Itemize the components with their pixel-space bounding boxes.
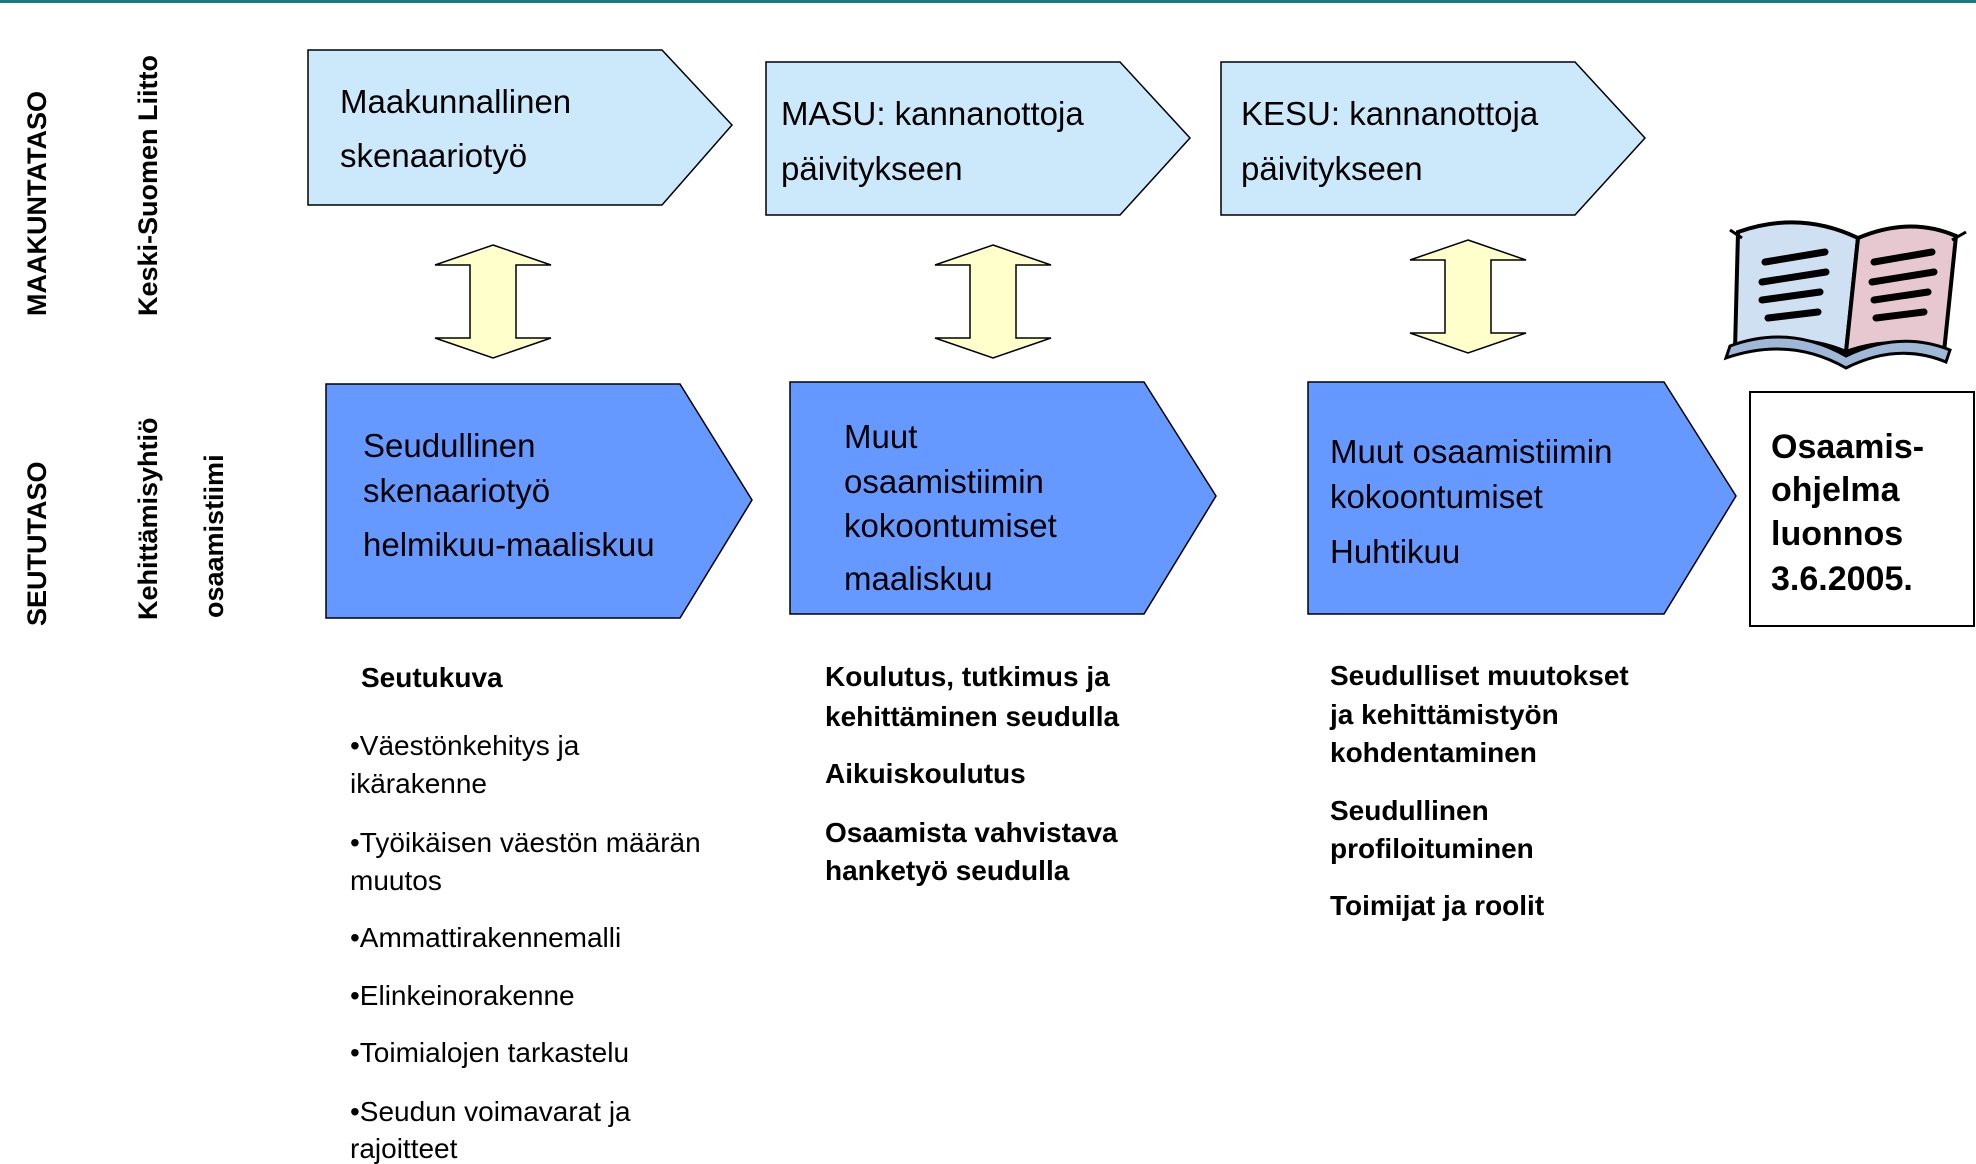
column-2-item-1-line-2: kehittäminen seudulla [825, 701, 1119, 732]
final-box-line-4: 3.6.2005. [1771, 560, 1913, 598]
column-1-item-1-line-1: •Väestönkehitys ja [350, 730, 580, 761]
column-1-text: Seutukuva •Väestönkehitys ja ikärakenne … [350, 662, 701, 1164]
bottom-arrow-1-line-1: Seudullinen [363, 427, 535, 464]
column-1-item-6-line-2: rajoitteet [350, 1133, 458, 1164]
column-3-item-3: Toimijat ja roolit [1330, 890, 1544, 921]
double-arrow-1 [434, 244, 552, 359]
column-3-item-2-line-1: Seudullinen [1330, 795, 1489, 826]
bottom-arrow-3: Muut osaamistiimin kokoontumiset Huhtiku… [1307, 381, 1737, 615]
top-arrow-3: KESU: kannanottoja päivitykseen [1220, 61, 1647, 216]
column-3-item-1-line-3: kohdentaminen [1330, 737, 1537, 768]
column-1-item-1-line-2: ikärakenne [350, 768, 487, 799]
top-arrow-1: Maakunnallinen skenaariotyö [307, 49, 734, 206]
final-box: Osaamis- ohjelma luonnos 3.6.2005. [1749, 391, 1975, 627]
column-2-item-3-line-2: hanketyö seudulla [825, 855, 1070, 886]
open-book-icon [1723, 220, 1967, 370]
column-1-item-3: •Ammattirakennemalli [350, 922, 621, 953]
column-2-item-2: Aikuiskoulutus [825, 758, 1026, 789]
column-1-item-2-line-2: muutos [350, 865, 442, 896]
bottom-arrow-2-line-1: Muut [844, 418, 917, 455]
label-keski-suomen-liitto: Keski-Suomen Liitto [133, 55, 163, 316]
bottom-arrow-3-line-1: Muut osaamistiimin [1330, 433, 1612, 470]
column-1-item-2-line-1: •Työikäisen väestön määrän [350, 827, 701, 858]
column-2-item-1-line-1: Koulutus, tutkimus ja [825, 661, 1110, 692]
column-3-item-1-line-2: ja kehittämistyön [1329, 699, 1559, 730]
top-arrow-2-line-1: MASU: kannanottoja [781, 95, 1084, 132]
double-arrow-2 [934, 244, 1052, 359]
top-arrow-1-line-1: Maakunnallinen [340, 83, 571, 120]
top-arrow-3-line-1: KESU: kannanottoja [1241, 95, 1539, 132]
double-arrow-3 [1409, 239, 1527, 354]
bottom-arrow-2-line-4: maaliskuu [844, 560, 993, 597]
column-2-item-3-line-1: Osaamista vahvistava [825, 817, 1118, 848]
final-box-line-1: Osaamis- [1771, 428, 1924, 466]
top-arrow-2: MASU: kannanottoja päivitykseen [765, 61, 1192, 216]
column-2-text: Koulutus, tutkimus ja kehittäminen seudu… [825, 661, 1119, 886]
column-3-text: Seudulliset muutokset ja kehittämistyön … [1329, 660, 1629, 921]
column-1-item-6-line-1: •Seudun voimavarat ja [350, 1096, 631, 1127]
bottom-arrow-2-line-3: kokoontumiset [844, 507, 1057, 544]
column-1-item-4: •Elinkeinorakenne [350, 980, 575, 1011]
top-arrow-3-line-2: päivitykseen [1241, 150, 1423, 187]
bottom-arrow-3-line-2: kokoontumiset [1330, 478, 1543, 515]
bottom-arrow-2: Muut osaamistiimin kokoontumiset maalisk… [789, 381, 1217, 615]
top-arrow-2-line-2: päivitykseen [781, 150, 963, 187]
final-box-line-2: ohjelma [1771, 471, 1901, 509]
label-seututaso: SEUTUTASO [22, 461, 52, 626]
bottom-arrow-1-line-2: skenaariotyö [363, 472, 550, 509]
column-3-item-2-line-2: profiloituminen [1330, 833, 1534, 864]
column-1-item-5: •Toimialojen tarkastelu [350, 1037, 629, 1068]
column-3-item-1-line-1: Seudulliset muutokset [1330, 660, 1629, 691]
bottom-arrow-1-line-3: helmikuu-maaliskuu [363, 526, 655, 563]
top-arrow-1-line-2: skenaariotyö [340, 137, 527, 174]
final-box-line-3: luonnos [1771, 515, 1903, 553]
bottom-arrow-1: Seudullinen skenaariotyö helmikuu-maalis… [325, 383, 753, 619]
label-osaamistiimi: osaamistiimi [199, 454, 229, 618]
bottom-arrow-3-line-3: Huhtikuu [1330, 533, 1460, 570]
bottom-arrow-2-line-2: osaamistiimin [844, 463, 1044, 500]
label-maakuntataso: MAAKUNTATASO [22, 91, 52, 316]
column-1-heading: Seutukuva [361, 662, 503, 693]
label-kehittamisyhtio: Kehittämisyhtiö [133, 417, 163, 620]
